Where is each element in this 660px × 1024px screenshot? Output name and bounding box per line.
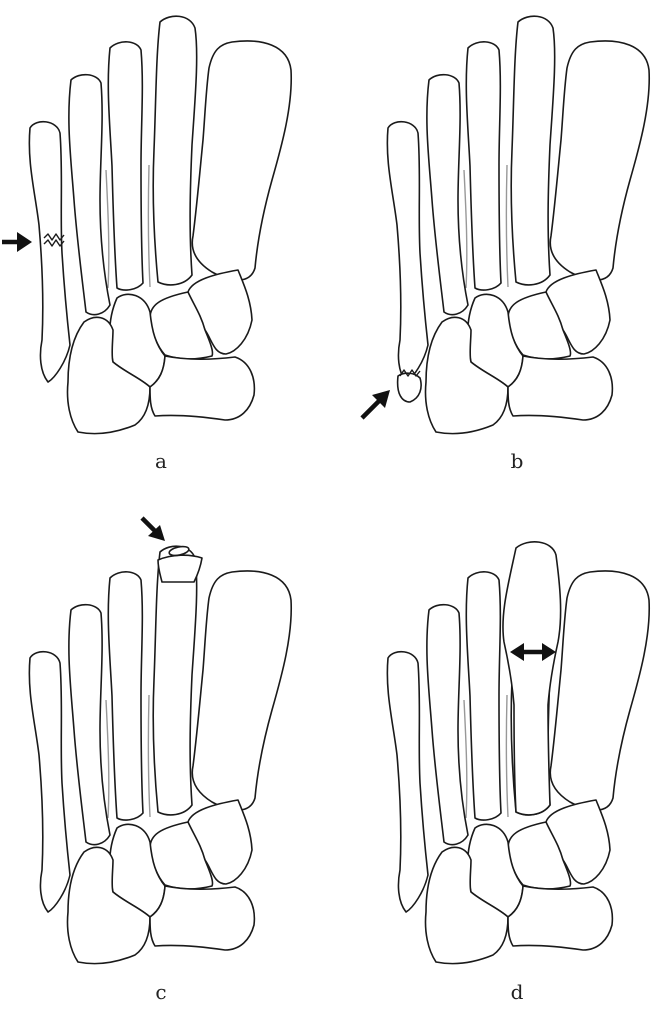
panel-c <box>28 516 293 965</box>
arrow-down-right-icon <box>140 516 165 541</box>
panel-label-a: a <box>155 449 167 473</box>
arrow-right-icon <box>2 232 32 252</box>
fracture-line <box>43 233 65 241</box>
avulsion-fragment <box>396 372 422 403</box>
bone-fragment <box>168 545 190 557</box>
panel-a <box>2 15 293 435</box>
panel-d <box>386 541 651 965</box>
panel-b <box>360 15 651 435</box>
double-arrow-horizontal-icon <box>510 643 556 661</box>
panel-label-d: d <box>510 980 524 1004</box>
panel-label-b: b <box>510 449 524 473</box>
panel-label-c: c <box>155 980 167 1004</box>
arrow-up-right-icon <box>360 390 390 420</box>
